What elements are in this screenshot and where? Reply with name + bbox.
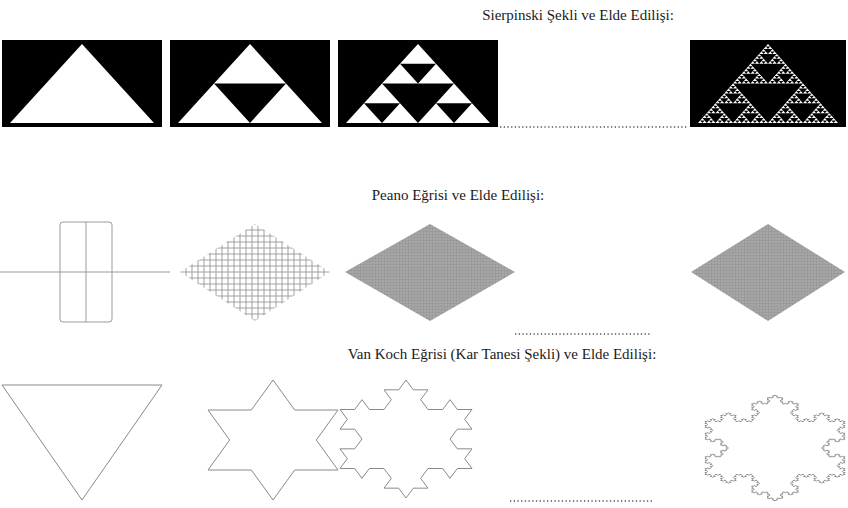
koch-figures xyxy=(2,380,845,501)
koch-curve xyxy=(340,380,472,498)
sierpinski-ground xyxy=(338,40,498,127)
peano-line xyxy=(0,272,170,273)
sierpinski-triangle xyxy=(10,44,154,123)
sierpinski-triangle xyxy=(346,44,490,123)
sierpinski-ground xyxy=(2,40,162,127)
dot-leader xyxy=(510,500,652,501)
koch-curve xyxy=(2,385,162,500)
peano-grid-lines xyxy=(178,222,332,323)
peano-grid xyxy=(178,222,332,323)
section-heading: Van Koch Eğrisi (Kar Tanesi Şekli) ve El… xyxy=(348,345,657,363)
sierpinski-figures xyxy=(2,40,846,127)
sierpinski-ground xyxy=(170,40,330,127)
peano-line xyxy=(86,222,87,322)
dot-leader xyxy=(515,333,652,334)
sierpinski-triangle xyxy=(178,44,322,123)
koch-curve xyxy=(208,380,338,500)
dot-leader xyxy=(500,126,688,127)
sierpinski-ground xyxy=(690,40,846,127)
koch-curve xyxy=(705,395,845,501)
section-heading: Sierpinski Şekli ve Elde Edilişi: xyxy=(482,6,674,24)
section-heading: Peano Eğrisi ve Elde Edilişi: xyxy=(372,186,544,204)
peano-figures xyxy=(0,222,845,323)
peano-filled xyxy=(345,224,515,321)
sierpinski-triangle xyxy=(698,44,838,123)
peano-filled xyxy=(691,224,845,321)
dot-leaders xyxy=(500,127,688,501)
peano-line xyxy=(60,222,112,322)
